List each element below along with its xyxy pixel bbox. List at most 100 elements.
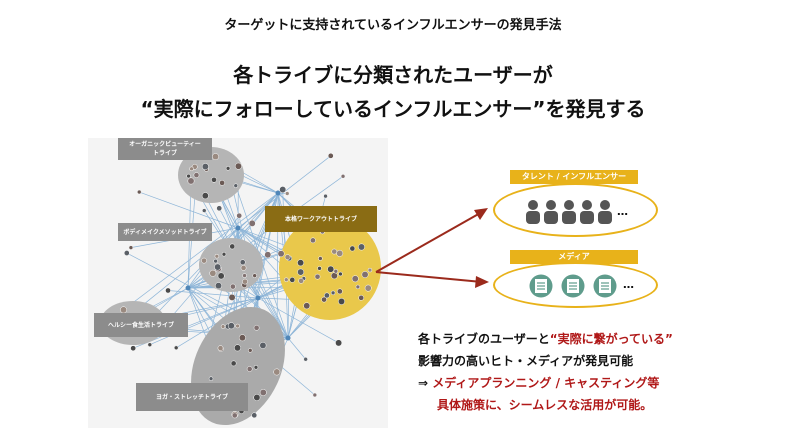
network-node [239, 259, 246, 266]
network-node [351, 275, 359, 283]
network-node [355, 284, 361, 290]
network-node [330, 272, 338, 280]
network-node [338, 298, 345, 305]
network-node [273, 368, 281, 376]
network-node [303, 357, 308, 362]
network-node [230, 360, 237, 367]
network-node [234, 344, 241, 352]
description-arrow: ⇒ [418, 376, 433, 390]
tribe-label-healthy-life: ヘルシー食生活トライブ [94, 313, 188, 337]
network-node [240, 265, 247, 271]
headline-line-2: “実際にフォローしているインフルエンサー”を発見する [140, 97, 646, 121]
network-node [221, 252, 227, 257]
person-icons [526, 200, 612, 224]
description-line-1-prefix: 各トライブのユーザーと [418, 332, 550, 346]
description-line-3: ⇒ メディアプランニング / キャスティング等 [418, 373, 659, 393]
network-node [147, 342, 153, 347]
talent-influencer-group: … [493, 183, 658, 237]
network-node [227, 322, 235, 330]
network-node [321, 296, 327, 303]
network-node [242, 278, 248, 285]
tribe-label-workout: 本格ワークアウトトライブ [265, 206, 377, 232]
network-hub-node [255, 295, 261, 301]
network-node [186, 173, 191, 179]
arrow-head-media [475, 276, 489, 288]
arrow-to-talent [375, 211, 483, 273]
description-line-1-highlight: “実際に繋がっている” [549, 332, 673, 346]
network-node [123, 250, 130, 256]
description-line-3-highlight: メディアプランニング / キャスティング等 [432, 376, 660, 390]
network-node [230, 283, 236, 290]
network-node [289, 277, 296, 283]
network-edge [287, 337, 306, 360]
network-node [317, 266, 322, 271]
network-node [238, 334, 246, 342]
network-node [187, 177, 195, 185]
network-node [201, 163, 209, 171]
description-line-4: 具体施策に、シームレスな活用が可能。 [437, 398, 653, 412]
network-node [235, 323, 240, 329]
network-node [137, 189, 142, 195]
network-node [364, 284, 372, 292]
network-node [234, 162, 242, 170]
network-node [252, 273, 257, 278]
network-node [349, 245, 356, 252]
network-node [327, 152, 334, 159]
network-node [310, 237, 316, 244]
document-icon-3 [593, 274, 617, 298]
network-node [337, 288, 343, 295]
arrows [375, 208, 489, 288]
person-icon-4 [580, 200, 594, 224]
network-node [358, 243, 365, 251]
network-node [251, 412, 258, 419]
network-node [264, 251, 272, 259]
arrow-to-media [375, 271, 483, 283]
network-node [202, 208, 207, 213]
network-node [318, 256, 323, 261]
network-node [214, 263, 222, 271]
tribe-network-diagram: オーガニックビューティー トライブ ボディメイクメソッドトライブ 本格ワークアウ… [88, 138, 388, 428]
network-node [330, 290, 336, 296]
network-edge [123, 192, 279, 311]
network-node [358, 294, 365, 301]
network-node [225, 166, 231, 171]
network-node [229, 243, 236, 250]
network-node [201, 192, 209, 200]
network-node [214, 253, 220, 259]
document-icon-2 [561, 274, 585, 298]
person-icon-1 [526, 200, 540, 224]
network-node [242, 273, 247, 278]
network-node [331, 248, 338, 255]
organic-beauty-cluster [178, 147, 244, 203]
network-node [216, 205, 223, 212]
network-node [220, 324, 226, 329]
network-node [367, 267, 373, 273]
network-node [128, 245, 134, 250]
network-node [219, 180, 225, 186]
network-node [246, 366, 253, 372]
network-node [324, 292, 330, 299]
network-node [297, 259, 305, 267]
network-node [201, 257, 207, 264]
network-node [336, 249, 344, 257]
network-node [327, 265, 335, 273]
description-line-1: 各トライブのユーザーと“実際に繋がっている” [418, 329, 673, 349]
network-node [277, 250, 285, 258]
network-node [259, 389, 267, 396]
network-edge [257, 297, 339, 344]
network-node [208, 376, 214, 381]
network-hub-node [235, 225, 241, 231]
network-node [193, 172, 200, 178]
media-ellipsis: … [623, 278, 634, 291]
network-node [314, 273, 321, 280]
network-hub-node [285, 335, 291, 341]
network-edge [175, 297, 259, 318]
network-node [228, 293, 236, 301]
description-line-2: 影響力の高いヒト・メディアが発見可能 [418, 354, 634, 368]
network-hub-node [185, 285, 191, 291]
talent-influencer-label: タレント / インフルエンサー [510, 170, 638, 184]
tribe-label-yoga: ヨガ・ストレッチトライブ [136, 383, 248, 411]
network-nodes [105, 150, 373, 419]
media-icons [529, 274, 617, 298]
network-edge [139, 191, 239, 229]
